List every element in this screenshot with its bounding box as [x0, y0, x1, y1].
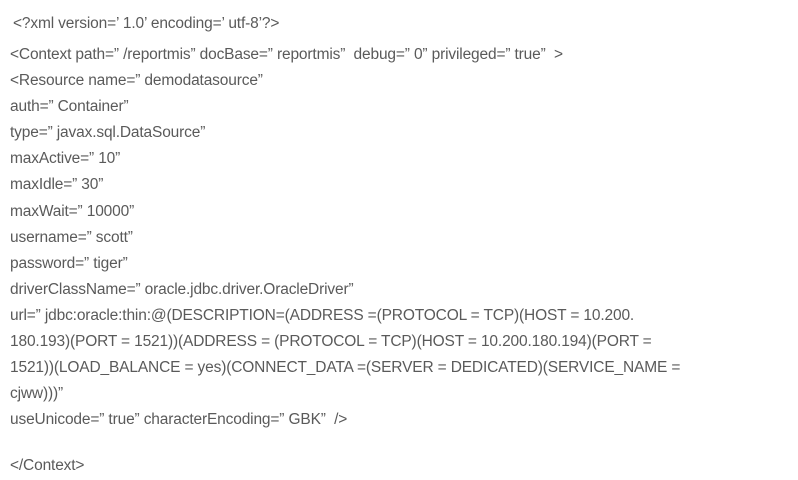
- code-line-attr-password: password=” tiger”: [10, 254, 128, 272]
- code-line-resource-open-tag: <Resource name=” demodatasource”: [10, 72, 263, 90]
- code-line-attr-url-part2: 180.193)(PORT = 1521))(ADDRESS = (PROTOC…: [10, 333, 652, 351]
- code-line-attr-maxidle: maxIdle=” 30”: [10, 176, 104, 194]
- code-line-context-open-tag: <Context path=” /reportmis” docBase=” re…: [10, 46, 563, 63]
- code-line-attr-maxactive: maxActive=” 10”: [10, 150, 121, 168]
- code-line-attr-url-part3: 1521))(LOAD_BALANCE = yes)(CONNECT_DATA …: [10, 359, 681, 377]
- code-line-attr-auth: auth=” Container”: [10, 98, 129, 116]
- code-line-attr-useunicode-encoding: useUnicode=” true” characterEncoding=” G…: [10, 411, 348, 429]
- code-line-attr-username: username=” scott”: [10, 228, 133, 246]
- code-line-xml-declaration: <?xml version=’ 1.0’ encoding=’ utf-8’?>: [13, 15, 280, 32]
- code-line-attr-url-part4: cjww)))”: [10, 385, 64, 403]
- code-line-context-close-tag: </Context>: [10, 457, 85, 475]
- code-line-attr-type: type=” javax.sql.DataSource”: [10, 124, 206, 142]
- code-line-attr-maxwait: maxWait=” 10000”: [10, 202, 135, 220]
- code-line-attr-url-part1: url=” jdbc:oracle:thin:@(DESCRIPTION=(AD…: [10, 306, 635, 324]
- code-line-attr-driverclassname: driverClassName=” oracle.jdbc.driver.Ora…: [10, 280, 354, 298]
- code-line-blank-spacer: [10, 433, 790, 453]
- xml-code-listing: <?xml version=’ 1.0’ encoding=’ utf-8’?>…: [10, 15, 790, 475]
